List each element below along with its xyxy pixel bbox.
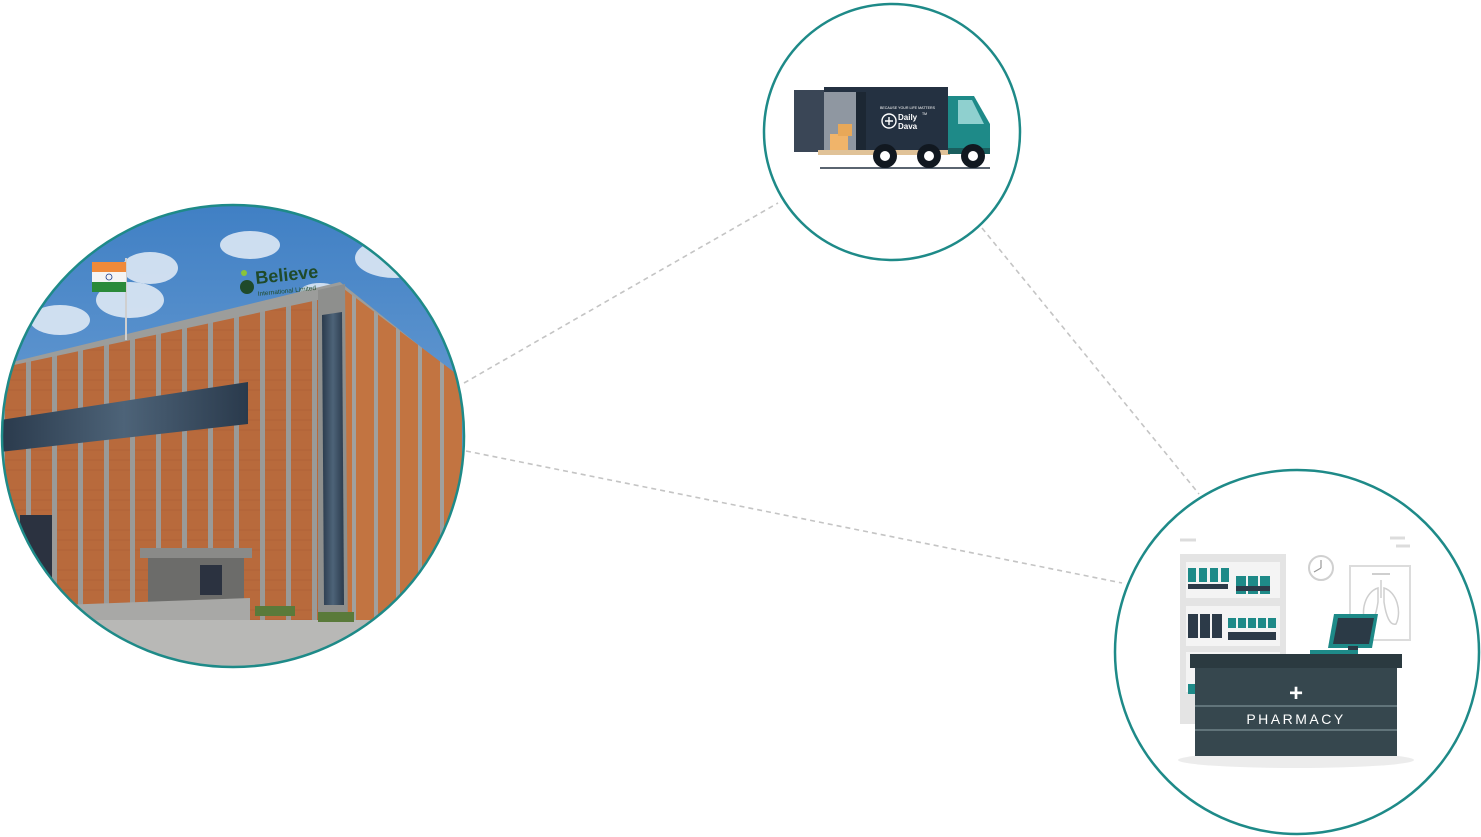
connector-factory-truck (463, 202, 779, 384)
truck-trademark: TM (922, 112, 927, 116)
truck-brand-line1: Daily (898, 113, 918, 122)
clock-icon (1308, 555, 1334, 581)
pharmacy-counter: + PHARMACY (1190, 654, 1402, 756)
wheel-icon (873, 144, 985, 168)
pharmacy-sign-text: PHARMACY (1246, 711, 1345, 727)
daily-dava-logo-icon (881, 113, 897, 129)
truck-node: BECAUSE YOUR LIFE MATTERS Daily Dava TM (762, 2, 1022, 262)
truck-ring (762, 2, 1022, 262)
delivery-truck-icon: BECAUSE YOUR LIFE MATTERS Daily Dava TM (794, 87, 990, 169)
factory-node: Believe International Limited (0, 203, 466, 669)
truck-tagline: BECAUSE YOUR LIFE MATTERS (880, 106, 936, 110)
india-flag-icon (92, 262, 126, 292)
pharmacy-node: + PHARMACY (1113, 468, 1481, 836)
factory-ring (0, 203, 466, 669)
pharmacy-ring (1113, 468, 1481, 836)
connector-lines (463, 202, 1200, 584)
pharmacy-cross-icon: + (1289, 680, 1303, 707)
connector-factory-pharmacy (465, 450, 1123, 584)
truck-brand-line2: Dava (898, 122, 918, 131)
connector-truck-pharmacy (981, 227, 1200, 495)
monitor-icon (1310, 614, 1378, 655)
